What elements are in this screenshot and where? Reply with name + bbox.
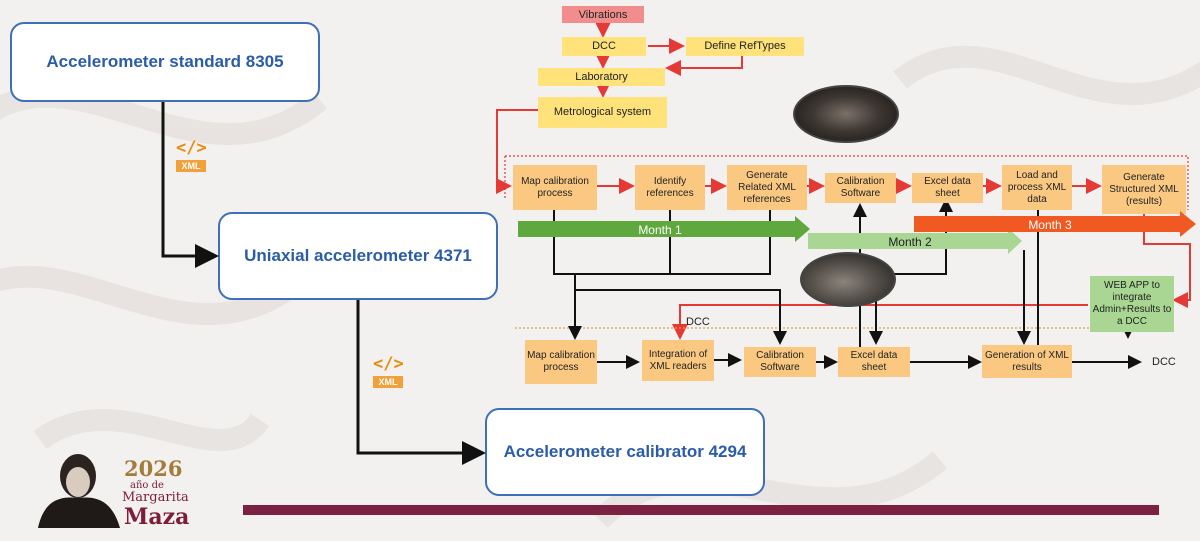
dcc-box: DCC [562, 37, 646, 56]
margarita-maza-portrait-icon [38, 454, 120, 528]
define-reftypes-box: Define RefTypes [686, 37, 804, 56]
month-3-label: Month 3 [1028, 217, 1072, 232]
code-icon: </> [176, 138, 207, 158]
vibrations-box: Vibrations [562, 6, 644, 23]
accelerometer-standard-box: Accelerometer standard 8305 [10, 22, 320, 102]
bottom-excel-data-sheet-box: Excel data sheet [838, 347, 910, 377]
integration-xml-readers-box: Integration of XML readers [642, 340, 714, 381]
xml-badge-label: XML [373, 376, 403, 388]
uniaxial-accelerometer-box: Uniaxial accelerometer 4371 [218, 212, 498, 300]
generate-structured-xml-box: Generate Structured XML (results) [1102, 165, 1186, 214]
uniaxial-accelerometer-label: Uniaxial accelerometer 4371 [244, 246, 472, 265]
accelerometer-calibrator-label: Accelerometer calibrator 4294 [503, 442, 747, 461]
logo-name-last: Maza [124, 504, 190, 530]
excel-data-sheet-box: Excel data sheet [912, 173, 983, 203]
identify-references-box: Identify references [635, 165, 705, 210]
xml-badge-2: </> XML [373, 354, 404, 388]
code-icon: </> [373, 354, 404, 374]
accelerometer-calibrator-box: Accelerometer calibrator 4294 [485, 408, 765, 496]
load-process-xml-box: Load and process XML data [1002, 165, 1072, 210]
laboratory-box: Laboratory [538, 68, 665, 86]
map-calibration-process-box: Map calibration process [513, 165, 597, 210]
lab-photo-middle [800, 252, 896, 307]
dcc-label: DCC [686, 316, 710, 328]
generate-related-xml-box: Generate Related XML references [727, 165, 807, 210]
footer-bar [243, 505, 1159, 515]
logo-year: 2026 [124, 456, 183, 481]
logo-name-first: Margarita [122, 490, 189, 505]
bottom-calibration-software-box: Calibration Software [744, 347, 816, 377]
dcc-output-label: DCC [1152, 356, 1176, 368]
logo-sub: año de [130, 480, 164, 491]
accelerometer-standard-label: Accelerometer standard 8305 [46, 52, 284, 71]
bottom-map-calibration-box: Map calibration process [525, 340, 597, 384]
xml-badge-1: </> XML [176, 138, 207, 172]
calibration-software-box: Calibration Software [825, 173, 896, 203]
month-1-label: Month 1 [638, 222, 682, 237]
web-app-box: WEB APP to integrate Admin+Results to a … [1090, 276, 1174, 332]
lab-photo-top [793, 85, 899, 143]
month-2-label: Month 2 [888, 234, 932, 249]
xml-badge-label: XML [176, 160, 206, 172]
metrological-system-box: Metrological system [538, 97, 667, 128]
generation-xml-results-box: Generation of XML results [982, 345, 1072, 378]
